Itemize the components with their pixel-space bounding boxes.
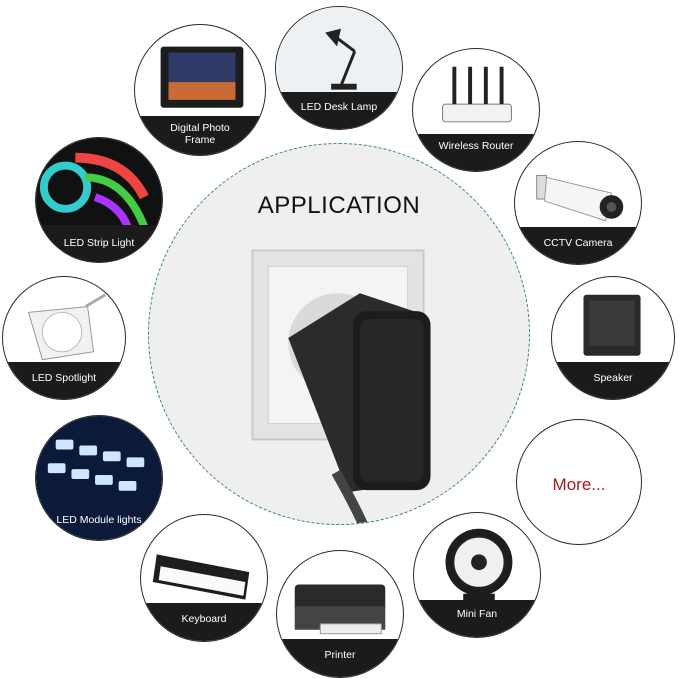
item-label: LED Spotlight (31, 372, 97, 385)
item-label: LED Module lights (56, 514, 142, 526)
application-title: APPLICATION (257, 192, 421, 219)
label-band: Keyboard (141, 603, 267, 641)
item-led-desk-lamp: LED Desk Lamp (275, 6, 403, 130)
router-icon (442, 66, 512, 123)
desk-lamp-icon (276, 7, 402, 96)
item-wireless-router: Wireless Router (412, 48, 540, 172)
mini-fan-icon (445, 528, 513, 606)
item-label: Keyboard (181, 613, 227, 626)
item-label: LED Desk Lamp (300, 101, 378, 114)
item-label: Digital Photo Frame (170, 122, 230, 146)
item-label: LED Strip Light (63, 236, 135, 249)
center-adapter-circle: APPLICATION (148, 143, 530, 525)
item-more: More... (516, 419, 642, 545)
item-printer: Printer (276, 550, 404, 678)
label-band: Wireless Router (413, 134, 539, 171)
keyboard-icon (152, 554, 250, 600)
item-speaker: Speaker (551, 276, 675, 400)
item-label: Printer (324, 649, 356, 662)
item-label: Speaker (593, 372, 633, 385)
item-mini-fan: Mini Fan (413, 512, 541, 638)
printer-icon (294, 584, 386, 635)
label-band: CCTV Camera (515, 227, 641, 264)
speaker-icon (583, 294, 641, 356)
item-label: Mini Fan (456, 607, 498, 620)
photo-frame-icon (160, 46, 244, 108)
item-led-strip-light: LED Strip Light (35, 137, 163, 263)
label-band: Digital Photo Frame (135, 116, 265, 155)
label-band: LED Desk Lamp (276, 92, 402, 129)
label-band: LED Spotlight (3, 362, 125, 399)
label-band: Speaker (552, 362, 674, 399)
item-digital-photo-frame: Digital Photo Frame (134, 24, 266, 156)
adapter-in-socket-illustration (251, 249, 431, 524)
cctv-camera-icon (536, 174, 624, 222)
led-spotlight-icon (27, 293, 107, 361)
item-cctv-camera: CCTV Camera (514, 141, 642, 265)
item-led-spotlight: LED Spotlight (2, 276, 126, 400)
label-band: LED Strip Light (36, 224, 162, 262)
led-module-icon (36, 416, 162, 540)
item-label: CCTV Camera (543, 237, 613, 250)
label-band: Mini Fan (414, 599, 540, 637)
item-label: Wireless Router (438, 140, 514, 153)
item-keyboard: Keyboard (140, 514, 268, 642)
label-band: Printer (277, 639, 403, 677)
item-led-module-lights: LED Module lights (35, 415, 163, 541)
more-text: More... (552, 474, 606, 494)
